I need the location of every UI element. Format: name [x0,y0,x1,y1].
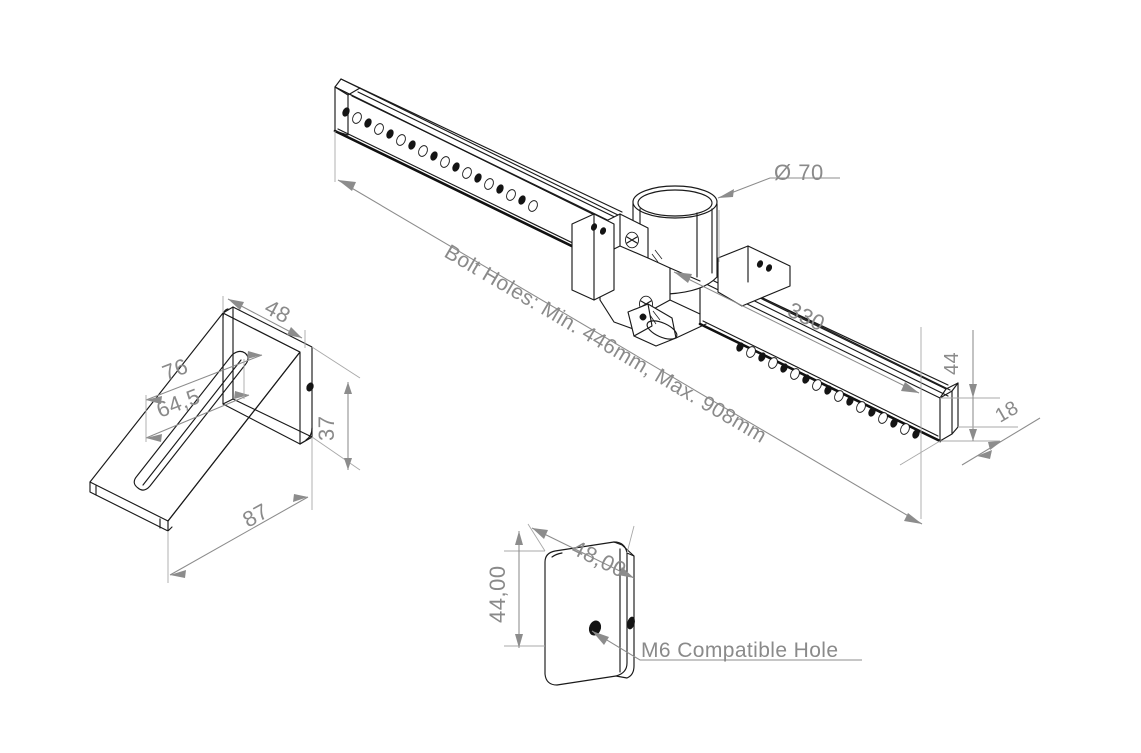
dimension-plate-height: 44,00 [485,531,545,648]
dimension-bracket-height: 37 [311,346,361,471]
dimension-label-collar-diameter: Ø 70 [774,160,824,185]
clamp-collar [571,185,791,347]
plate-view [544,541,635,686]
dimension-label-44-00: 44,00 [485,565,510,623]
bolt-hole-row-right [736,342,920,439]
dimension-label-44: 44 [941,352,963,375]
dimension-label-37: 37 [314,416,339,441]
dimension-label-18: 18 [992,397,1023,428]
l-bracket-view [89,306,314,532]
callout-m6-hole: M6 Compatible Hole [591,630,862,662]
dimension-label-330: 330 [784,297,829,336]
bolt-hole-row-left [342,107,538,212]
callout-label-m6-hole: M6 Compatible Hole [641,639,838,662]
dimension-rail-height: 44 [940,330,1000,442]
dimension-label-87: 87 [238,498,272,532]
left-rail [333,78,647,280]
dimension-collar-diameter: Ø 70 [717,160,840,199]
